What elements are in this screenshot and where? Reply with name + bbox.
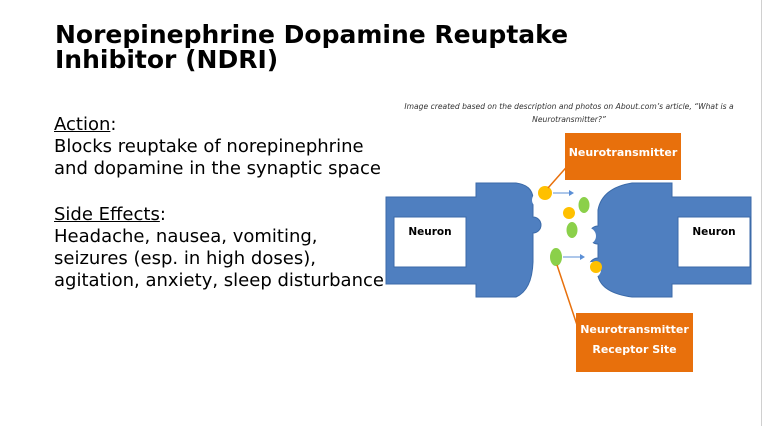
right-neuron-shape bbox=[588, 182, 752, 298]
slide-edge bbox=[761, 0, 762, 426]
vesicle-5 bbox=[576, 227, 596, 245]
left-neuron-label: Neuron bbox=[408, 226, 452, 238]
neurotransmitter-label-box bbox=[565, 133, 681, 180]
dopamine-molecule-1 bbox=[538, 186, 552, 200]
side-effects-heading-colon: : bbox=[159, 204, 166, 225]
receptor-label-box bbox=[576, 313, 693, 372]
diagram-caption: Image created based on the description a… bbox=[380, 100, 758, 126]
reuptake-arrow-top bbox=[553, 190, 574, 196]
reuptake-arrow-bottom bbox=[563, 254, 585, 260]
side-effects-heading: Side Effects: bbox=[54, 204, 384, 226]
norepinephrine-molecule-2 bbox=[566, 222, 578, 238]
vesicle-6 bbox=[558, 242, 578, 258]
caption-line-1: Image created based on the description a… bbox=[404, 102, 734, 111]
neurotransmitter-label: Neurotransmitter bbox=[568, 146, 678, 159]
caption-line-2: Neurotransmitter?” bbox=[532, 115, 606, 124]
receptor-label-line-1: Neurotransmitter bbox=[580, 323, 689, 336]
norepinephrine-molecule-1 bbox=[578, 197, 590, 213]
left-neuron-label-box bbox=[393, 216, 467, 268]
receptor-label-line-2: Receptor Site bbox=[592, 343, 677, 356]
page-title: Norepinephrine Dopamine Reuptake Inhibit… bbox=[55, 22, 568, 72]
action-line-1: Blocks reuptake of norepinephrine bbox=[54, 136, 364, 157]
action-heading-colon: : bbox=[110, 114, 117, 135]
right-neuron-label: Neuron bbox=[692, 226, 736, 238]
title-line-2: Inhibitor (NDRI) bbox=[55, 45, 279, 74]
vesicle-4 bbox=[537, 232, 557, 248]
norepinephrine-molecule-3 bbox=[550, 248, 562, 266]
side-effects-line-1: Headache, nausea, vomiting, bbox=[54, 226, 318, 247]
side-effects-line-2: seizures (esp. in high doses), bbox=[54, 248, 316, 269]
receptor-pointer-line bbox=[556, 264, 579, 329]
side-effects-heading-text: Side Effects bbox=[54, 204, 160, 225]
title-line-1: Norepinephrine Dopamine Reuptake bbox=[55, 20, 569, 49]
right-neuron-label-box bbox=[677, 216, 751, 268]
dopamine-molecule-3 bbox=[590, 261, 602, 273]
action-line-2: and dopamine in the synaptic space bbox=[54, 158, 381, 179]
action-heading-text: Action bbox=[54, 114, 111, 135]
side-effects-line-3: agitation, anxiety, sleep disturbance bbox=[54, 270, 384, 291]
action-section: Action: Blocks reuptake of norepinephrin… bbox=[54, 114, 384, 180]
side-effects-section: Side Effects: Headache, nausea, vomiting… bbox=[54, 204, 384, 292]
action-heading: Action: bbox=[54, 114, 384, 136]
dopamine-molecule-2 bbox=[563, 207, 575, 219]
